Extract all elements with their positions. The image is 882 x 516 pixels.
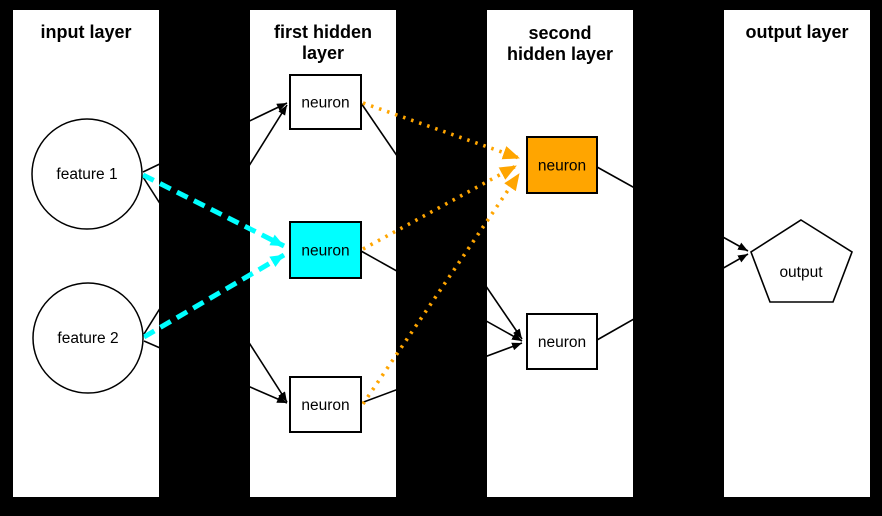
cyan-highlighted-connections bbox=[141, 172, 286, 340]
label-h1-neuron-middle: neuron bbox=[301, 243, 349, 260]
edge-h1-middle-to-h2-bottom bbox=[360, 250, 523, 342]
node-h1-neuron-bottom bbox=[289, 376, 362, 433]
title-first-hidden-layer-line1: first hidden bbox=[274, 22, 372, 42]
node-h2-neuron-top-highlighted bbox=[526, 136, 598, 194]
label-h1-neuron-top: neuron bbox=[301, 95, 349, 112]
orange-highlighted-connections bbox=[361, 101, 521, 406]
node-output-pentagon bbox=[750, 219, 853, 303]
label-feature-1: feature 1 bbox=[56, 166, 117, 183]
label-h2-neuron-bottom: neuron bbox=[538, 334, 586, 351]
node-h1-neuron-middle-highlighted bbox=[289, 221, 362, 279]
edge-h1-bottom-to-h2-bottom bbox=[360, 342, 523, 404]
black-connections bbox=[142, 102, 749, 404]
title-second-hidden-layer-line1: second bbox=[528, 23, 591, 43]
edge-h1-bottom-to-h2-top-highlight bbox=[361, 172, 521, 406]
edge-h1-top-to-h2-bottom bbox=[360, 102, 523, 340]
edge-feature1-to-h1-top bbox=[142, 102, 288, 173]
nodes: feature 1 feature 2 neuron neuron neuron… bbox=[31, 74, 853, 433]
label-h1-neuron-bottom: neuron bbox=[301, 397, 349, 414]
label-h2-neuron-top: neuron bbox=[538, 158, 586, 175]
panel-input-layer bbox=[13, 10, 159, 497]
edge-h1-top-to-h2-top-highlight bbox=[362, 101, 520, 160]
edge-h1-middle-to-h2-top-highlight bbox=[362, 164, 517, 251]
edge-feature2-to-h1-top bbox=[143, 104, 288, 335]
title-second-hidden-layer-line2: hidden layer bbox=[507, 44, 613, 64]
node-h2-neuron-bottom bbox=[526, 313, 598, 370]
edge-feature1-to-h1-middle-highlight bbox=[141, 172, 286, 249]
layer-titles: input layer first hidden layer second hi… bbox=[40, 22, 848, 64]
label-feature-2: feature 2 bbox=[57, 330, 118, 347]
edge-h2-top-to-output bbox=[596, 166, 749, 252]
edge-feature1-to-h1-bottom bbox=[142, 176, 288, 403]
node-h1-neuron-top bbox=[289, 74, 362, 130]
node-feature-2 bbox=[32, 282, 144, 394]
node-feature-1 bbox=[31, 118, 143, 230]
panel-second-hidden-layer bbox=[487, 10, 633, 497]
edge-feature2-to-h1-bottom bbox=[143, 340, 288, 404]
edge-h2-bottom-to-output bbox=[596, 253, 749, 341]
label-output: output bbox=[779, 264, 823, 281]
title-first-hidden-layer-line2: layer bbox=[302, 43, 344, 63]
title-output-layer: output layer bbox=[745, 22, 848, 42]
title-input-layer: input layer bbox=[40, 22, 131, 42]
edge-feature2-to-h1-middle-highlight bbox=[142, 252, 286, 340]
